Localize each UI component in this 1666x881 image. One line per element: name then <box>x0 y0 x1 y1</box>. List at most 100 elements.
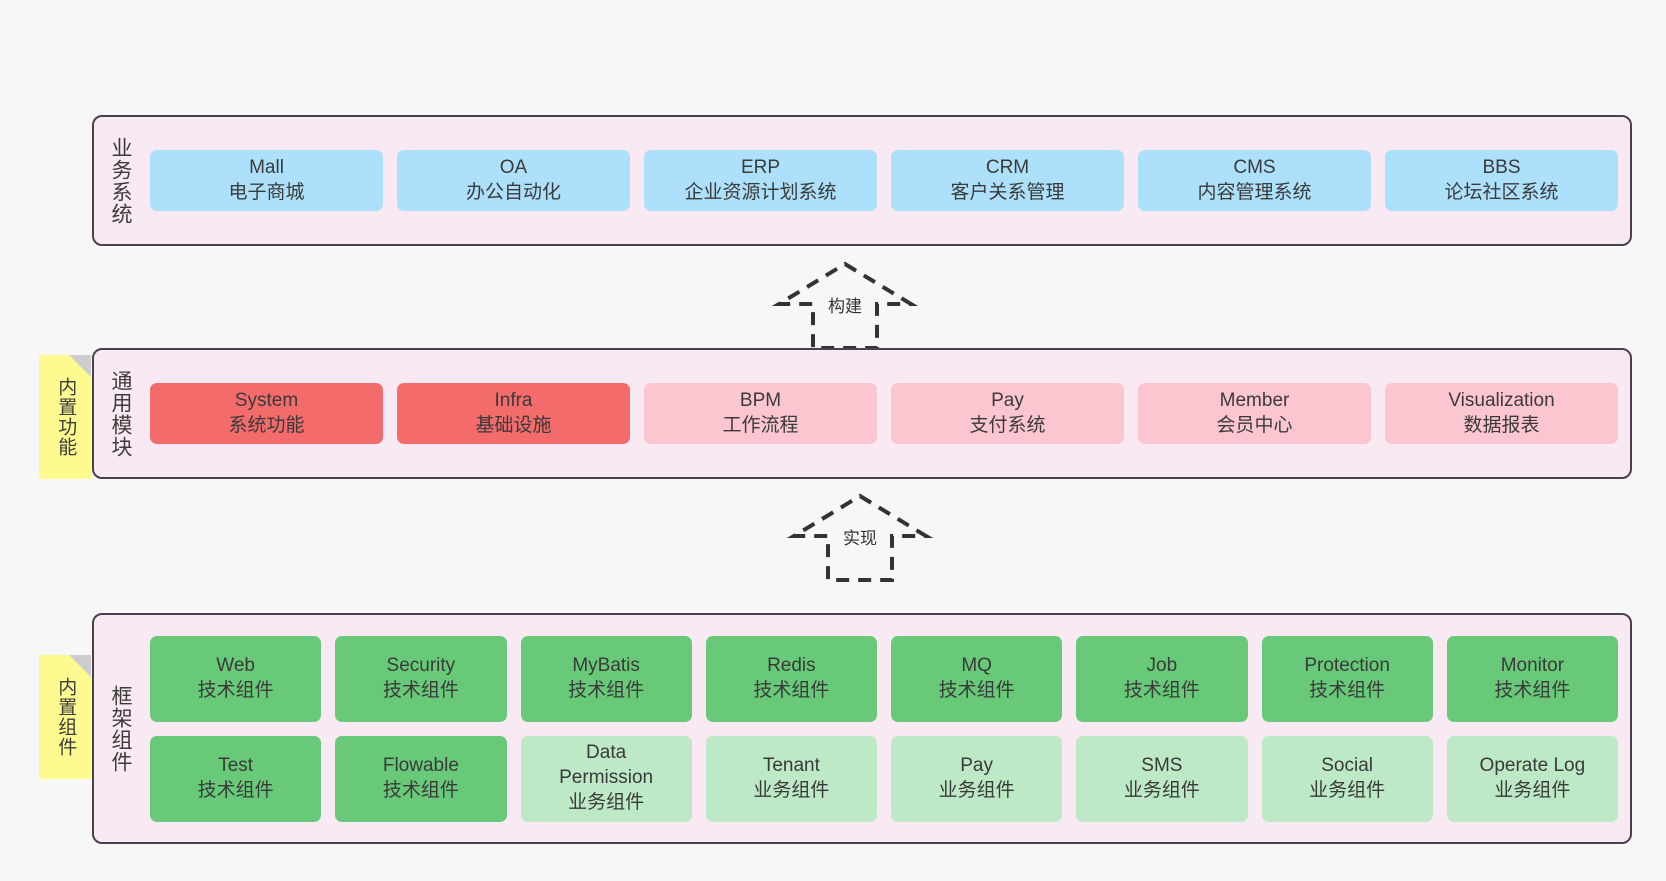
node-member[interactable]: Member 会员中心 <box>1138 382 1371 445</box>
node-subtitle: 技术组件 <box>1309 679 1386 701</box>
node-title: Pay <box>991 389 1024 411</box>
node-mq[interactable]: MQ 技术组件 <box>891 635 1063 722</box>
node-pay-component[interactable]: Pay 业务组件 <box>891 735 1063 822</box>
cell-row: Web 技术组件 Security 技术组件 MyBatis 技术组件 Redi… <box>150 635 1618 722</box>
node-title: Data Permission <box>559 742 654 789</box>
generalization-arrow-icon <box>786 493 934 582</box>
node-title: ERP <box>740 156 781 178</box>
node-cms[interactable]: CMS 内容管理系统 <box>1138 149 1371 212</box>
sticky-note-label: 内置功能 <box>55 377 77 457</box>
node-title: System <box>234 389 299 411</box>
node-subtitle: 工作流程 <box>722 414 799 436</box>
node-subtitle: 技术组件 <box>1123 679 1200 701</box>
node-subtitle: 业务组件 <box>1494 779 1571 801</box>
node-title: Security <box>386 654 456 676</box>
node-subtitle: 企业资源计划系统 <box>684 181 837 203</box>
node-title: Flowable <box>382 754 459 776</box>
build-arrow: 构建 <box>765 258 925 350</box>
node-title: CRM <box>985 156 1030 178</box>
node-infra[interactable]: Infra 基础设施 <box>397 382 630 445</box>
node-mall[interactable]: Mall 电子商城 <box>150 149 383 212</box>
layer-title-common-modules: 通用模块 <box>108 369 132 458</box>
cell-row: System 系统功能 Infra 基础设施 BPM 工作流程 Pay 支付系统… <box>150 382 1618 445</box>
node-web[interactable]: Web 技术组件 <box>150 635 322 722</box>
node-crm[interactable]: CRM 客户关系管理 <box>891 149 1124 212</box>
node-subtitle: 技术组件 <box>1494 679 1571 701</box>
node-title: Protection <box>1304 654 1390 676</box>
node-subtitle: 内容管理系统 <box>1197 181 1312 203</box>
node-security[interactable]: Security 技术组件 <box>335 635 507 722</box>
node-subtitle: 电子商城 <box>228 181 305 203</box>
node-title: BBS <box>1482 156 1521 178</box>
node-oa[interactable]: OA 办公自动化 <box>397 149 630 212</box>
layer-body-common-modules: System 系统功能 Infra 基础设施 BPM 工作流程 Pay 支付系统… <box>146 350 1630 477</box>
layer-framework-components: 框架组件 Web 技术组件 Security 技术组件 MyBatis 技术组件… <box>92 613 1632 844</box>
sticky-note-builtin-components: 内置组件 <box>39 655 91 779</box>
node-title: Test <box>218 754 254 776</box>
node-system[interactable]: System 系统功能 <box>150 382 383 445</box>
node-bbs[interactable]: BBS 论坛社区系统 <box>1385 149 1618 212</box>
node-tenant[interactable]: Tenant 业务组件 <box>705 735 877 822</box>
cell-row: Test 技术组件 Flowable 技术组件 Data Permission … <box>150 735 1618 822</box>
node-protection[interactable]: Protection 技术组件 <box>1261 635 1433 722</box>
node-title: Mall <box>249 156 284 178</box>
layer-title-framework-components: 框架组件 <box>108 684 132 773</box>
node-redis[interactable]: Redis 技术组件 <box>705 635 877 722</box>
node-subtitle: 业务组件 <box>568 791 645 813</box>
node-bpm[interactable]: BPM 工作流程 <box>644 382 877 445</box>
folded-corner-icon <box>69 355 91 377</box>
arrow-label: 实现 <box>843 529 877 548</box>
node-social[interactable]: Social 业务组件 <box>1261 735 1433 822</box>
node-title: CMS <box>1233 156 1276 178</box>
node-title: SMS <box>1141 754 1183 776</box>
node-erp[interactable]: ERP 企业资源计划系统 <box>644 149 877 212</box>
node-title: Web <box>216 654 255 676</box>
layer-common-modules: 通用模块 System 系统功能 Infra 基础设施 BPM 工作流程 Pay… <box>92 348 1632 479</box>
implement-arrow: 实现 <box>780 490 940 582</box>
node-title: Member <box>1219 389 1290 411</box>
node-monitor[interactable]: Monitor 技术组件 <box>1446 635 1618 722</box>
node-subtitle: 会员中心 <box>1216 414 1293 436</box>
node-title: OA <box>499 156 528 178</box>
node-subtitle: 基础设施 <box>475 414 552 436</box>
node-mybatis[interactable]: MyBatis 技术组件 <box>520 635 692 722</box>
node-title: Tenant <box>762 754 820 776</box>
sticky-note-builtin-features: 内置功能 <box>39 355 91 479</box>
node-title: MyBatis <box>572 654 640 676</box>
node-test[interactable]: Test 技术组件 <box>150 735 322 822</box>
cell-row: Mall 电子商城 OA 办公自动化 ERP 企业资源计划系统 CRM 客户关系… <box>150 149 1618 212</box>
node-pay[interactable]: Pay 支付系统 <box>891 382 1124 445</box>
node-subtitle: 业务组件 <box>1309 779 1386 801</box>
node-title: Pay <box>960 754 993 776</box>
sticky-note-label: 内置组件 <box>55 677 77 757</box>
node-subtitle: 技术组件 <box>197 779 274 801</box>
node-sms[interactable]: SMS 业务组件 <box>1076 735 1248 822</box>
node-subtitle: 技术组件 <box>382 779 459 801</box>
node-subtitle: 技术组件 <box>382 679 459 701</box>
node-subtitle: 系统功能 <box>228 414 305 436</box>
node-title: MQ <box>961 654 992 676</box>
node-subtitle: 技术组件 <box>197 679 274 701</box>
node-data-permission[interactable]: Data Permission 业务组件 <box>520 735 692 822</box>
layer-business-systems: 业务系统 Mall 电子商城 OA 办公自动化 ERP 企业资源计划系统 CRM… <box>92 115 1632 246</box>
node-job[interactable]: Job 技术组件 <box>1076 635 1248 722</box>
node-title: Monitor <box>1500 654 1565 676</box>
node-subtitle: 数据报表 <box>1463 414 1540 436</box>
layer-body-framework-components: Web 技术组件 Security 技术组件 MyBatis 技术组件 Redi… <box>146 615 1630 842</box>
node-subtitle: 业务组件 <box>938 779 1015 801</box>
node-subtitle: 支付系统 <box>969 414 1046 436</box>
layer-title-business-systems: 业务系统 <box>108 136 132 225</box>
node-subtitle: 技术组件 <box>568 679 645 701</box>
node-visualization[interactable]: Visualization 数据报表 <box>1385 382 1618 445</box>
node-title: Redis <box>767 654 816 676</box>
node-title: Visualization <box>1448 389 1555 411</box>
node-operate-log[interactable]: Operate Log 业务组件 <box>1446 735 1618 822</box>
node-title: Operate Log <box>1479 754 1586 776</box>
node-subtitle: 技术组件 <box>753 679 830 701</box>
node-subtitle: 论坛社区系统 <box>1444 181 1559 203</box>
node-flowable[interactable]: Flowable 技术组件 <box>335 735 507 822</box>
node-title: Job <box>1146 654 1178 676</box>
node-title: Social <box>1321 754 1373 776</box>
node-subtitle: 技术组件 <box>938 679 1015 701</box>
